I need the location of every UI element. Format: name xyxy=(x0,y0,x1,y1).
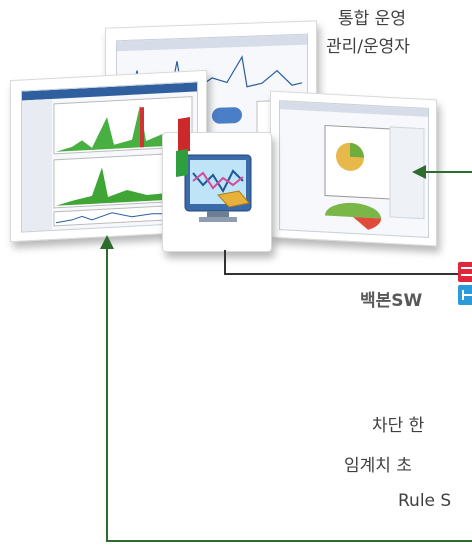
status-green-bar xyxy=(176,148,188,178)
front-chart xyxy=(22,82,197,232)
dashboard-card-right xyxy=(270,90,437,247)
operation-label-line1: 통합 운영 xyxy=(338,9,406,29)
note-line1: 차단 한 xyxy=(372,416,425,436)
switch-red-icon xyxy=(458,262,472,282)
operation-label-line2: 관리/운영자 xyxy=(326,37,410,57)
note-line3: Rule S xyxy=(398,491,452,511)
switch-blue-icon xyxy=(458,285,472,305)
status-red-bar xyxy=(178,116,190,154)
monitor-icon-card xyxy=(162,132,272,252)
connector-dark-horizontal xyxy=(224,273,460,275)
backbone-switch-label: 백본SW xyxy=(360,291,423,311)
connector-green-bottom xyxy=(106,540,472,542)
right-chart xyxy=(280,101,428,230)
arrow-head-icon xyxy=(412,165,426,179)
monitor-chart-icon xyxy=(184,154,252,222)
connector-green-right xyxy=(424,171,472,173)
dashboard-screenshot-right xyxy=(279,100,429,238)
connector-dark-vertical xyxy=(224,250,226,274)
note-line2: 임계치 초 xyxy=(344,456,412,476)
arrow-head-up-icon xyxy=(100,235,114,249)
connector-green-vertical xyxy=(106,248,108,542)
dashboard-card-front xyxy=(10,69,207,243)
dashboard-screenshot-front xyxy=(21,81,198,233)
